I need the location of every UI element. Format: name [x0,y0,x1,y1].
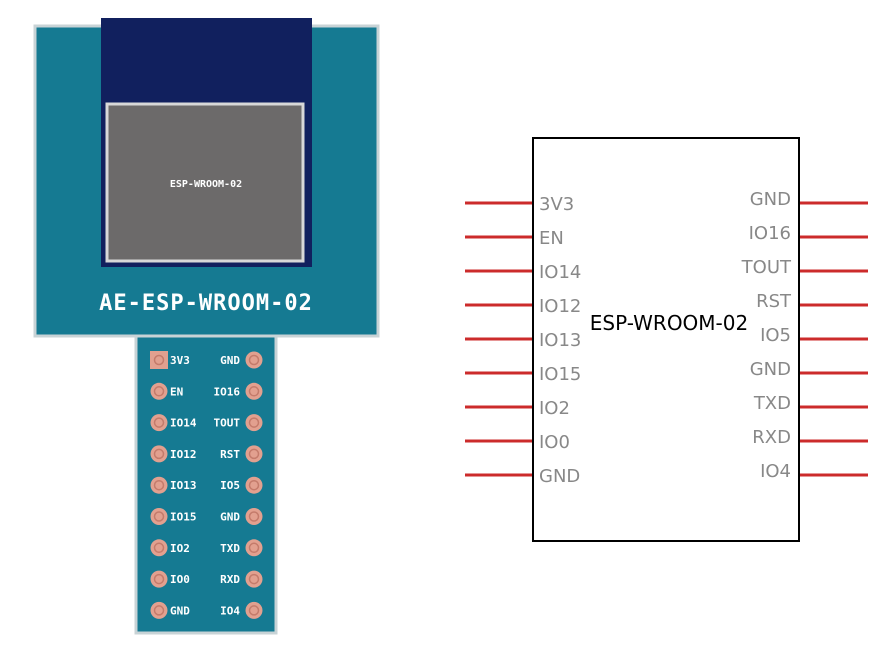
schematic-pin-label-left: 3V3 [539,194,574,215]
schematic-pin-label-right: GND [750,359,791,380]
board-pad-left [150,476,168,494]
board-pad-left [150,445,168,463]
board-pad-hole [153,573,165,585]
schematic-pin-label-left: EN [539,228,564,249]
schematic-pin-label-left: GND [539,466,580,487]
board-pin-label-right: TXD [220,542,240,555]
board-pad-left [150,508,168,525]
board-pin-label-left: IO0 [170,573,190,586]
board-pin-label-right: RST [220,448,240,461]
schematic-pin-label-left: IO13 [539,330,581,351]
board-pad-right [245,508,263,525]
board-pad-hole [248,542,260,554]
board-pad-hole [248,573,260,585]
board-pin-label-right: IO5 [220,479,240,492]
board-pad-hole [248,354,260,366]
board-pin-label-right: TOUT [214,417,241,430]
board-pad-right [245,539,263,557]
schematic-pin-label-right: TXD [753,393,791,414]
schematic-pin-wires [465,201,868,477]
schematic-pin-label-right: RST [756,291,792,312]
board-pad-hole [153,354,165,366]
schematic-title: ESP-WROOM-02 [590,311,748,335]
board-pad-right [245,414,263,432]
module-label: ESP-WROOM-02 [170,179,242,190]
board-pin-label-right: GND [220,354,240,367]
board-pin-label-left: 3V3 [170,354,190,367]
board-pad-right [245,351,263,369]
board-pin-label-right: IO4 [220,604,240,617]
board-pad-hole [153,448,165,460]
board-pin-label-right: GND [220,511,240,524]
board-pad-hole [153,511,165,522]
board-pad-hole [248,448,260,460]
board-pad-hole [248,417,260,428]
schematic-pin-label-left: IO12 [539,296,581,317]
board-pin-label-left: IO14 [170,417,197,430]
board-pad-right [245,601,263,619]
board-pad-hole [248,605,260,616]
schematic-pin-label-right: RXD [752,427,791,448]
board-pad-hole [153,542,165,554]
module-can [105,102,305,263]
board-pad-hole [248,386,260,397]
board-pin-group: 3V3ENIO14IO12IO13IO15IO2IO0GNDGNDIO16TOU… [150,351,263,619]
board-pad-hole [248,479,260,491]
board-pad-right [245,382,263,400]
board-pad-left [150,414,168,432]
board-pad-hole [153,605,165,616]
schematic-pin-label-right: IO4 [760,461,791,482]
board-pad-right [245,570,263,588]
board-pin-label-left: IO2 [170,542,190,555]
board-pin-label-left: IO15 [170,511,197,524]
board-pad-left [150,351,168,369]
board-pad-left [150,382,168,400]
board-label: AE-ESP-WROOM-02 [99,291,313,316]
board-pad-right [245,476,263,494]
board-pad-hole [153,417,165,428]
board-pad-left [150,570,168,588]
schematic-pin-label-right: IO16 [749,223,791,244]
schematic-pin-label-left: IO15 [539,364,581,385]
schematic-body [532,137,800,542]
board-pad-right [245,445,263,463]
board-pad-hole [248,511,260,522]
schematic-pin-label-left: IO0 [539,432,570,453]
board-pin-label-right: RXD [220,573,240,586]
schematic-pin-label-right: GND [750,189,791,210]
board-pin-label-left: EN [170,385,183,398]
board-pin-label-right: IO16 [214,385,241,398]
board-pad-left [150,539,168,557]
board-pin-label-left: IO13 [170,479,197,492]
schematic-pin-label-right: IO5 [760,325,791,346]
board-pad-hole [153,479,165,491]
board-pad-left [150,601,168,619]
board-pin-label-left: GND [170,604,190,617]
board-pad-hole [153,386,165,397]
schematic-pin-label-left: IO14 [539,262,581,283]
schematic-pin-labels: 3V3ENIO14IO12IO13IO15IO2IO0GNDGNDIO16TOU… [539,189,792,487]
schematic-pin-label-left: IO2 [539,398,570,419]
schematic-pin-label-right: TOUT [741,257,792,278]
board-pin-label-left: IO12 [170,448,197,461]
